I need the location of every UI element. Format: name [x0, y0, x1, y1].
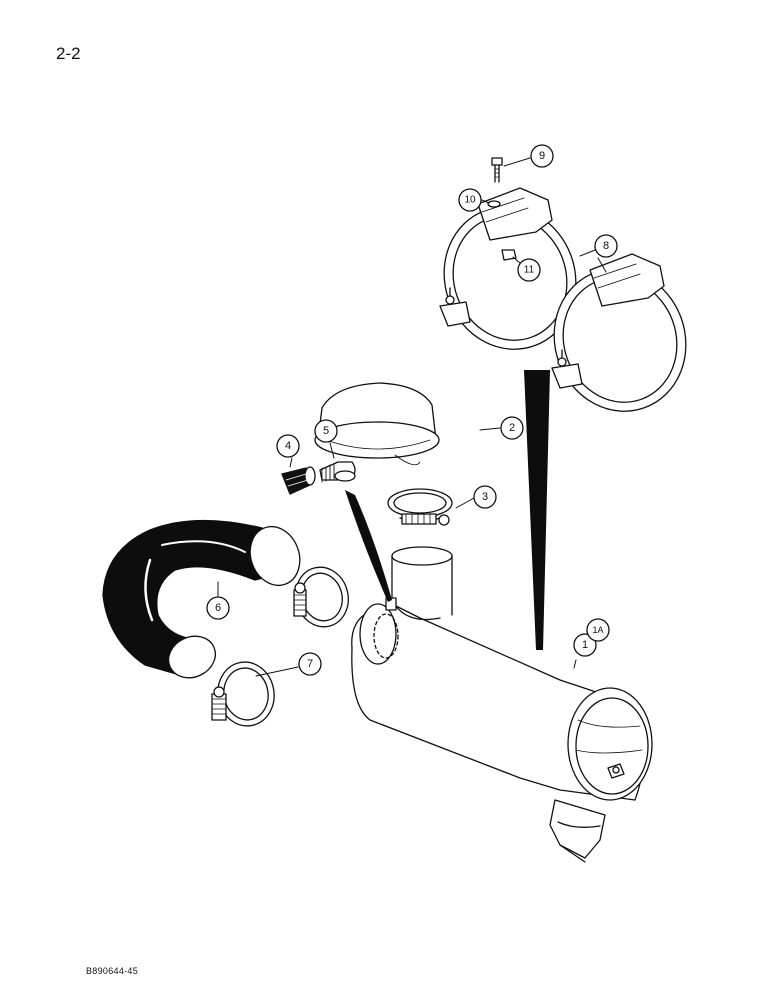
mounting-band-lower	[551, 253, 687, 412]
callout-1: 1	[573, 633, 597, 657]
callout-11: 11	[517, 258, 541, 282]
callout-7: 7	[298, 652, 322, 676]
callout-8-label: 8	[603, 240, 609, 252]
callout-8: 8	[594, 234, 618, 258]
figure-code: B890644-45	[86, 966, 139, 976]
callout-4: 4	[276, 434, 300, 458]
hose-elbow-6	[102, 519, 301, 679]
callout-1a: 1A	[586, 618, 610, 642]
callout-2: 2	[500, 416, 524, 440]
callout-11-label: 11	[524, 265, 535, 276]
precleaner-cap	[314, 382, 440, 466]
air-cleaner-body	[351, 546, 653, 863]
callout-3: 3	[473, 485, 497, 509]
lock-washer-10	[487, 200, 501, 208]
nut-11	[501, 249, 517, 261]
callout-9-label: 9	[539, 150, 545, 162]
bolt-9	[491, 157, 503, 183]
callout-6: 6	[206, 596, 230, 620]
hose-clamp-3	[387, 488, 453, 526]
callout-4-label: 4	[285, 440, 291, 452]
hose-connector-4	[281, 466, 316, 495]
callout-10: 10	[458, 188, 482, 212]
page-number: 2-2	[56, 44, 81, 63]
elbow-fitting-5	[319, 461, 356, 483]
callout-1-label: 1	[582, 639, 588, 651]
callout-2-label: 2	[509, 422, 515, 434]
callout-5: 5	[314, 419, 338, 443]
callout-5-label: 5	[323, 425, 329, 437]
callout-9: 9	[530, 144, 554, 168]
hose-clamp-7-lower	[211, 661, 275, 727]
callout-10-label: 10	[464, 195, 476, 206]
hose-clamp-7-upper	[293, 566, 349, 628]
callout-3-label: 3	[482, 491, 488, 503]
assembly-wedges	[345, 370, 550, 650]
callout-1a-label: 1A	[592, 625, 603, 635]
callout-6-label: 6	[215, 602, 221, 614]
callout-7-label: 7	[307, 658, 313, 670]
